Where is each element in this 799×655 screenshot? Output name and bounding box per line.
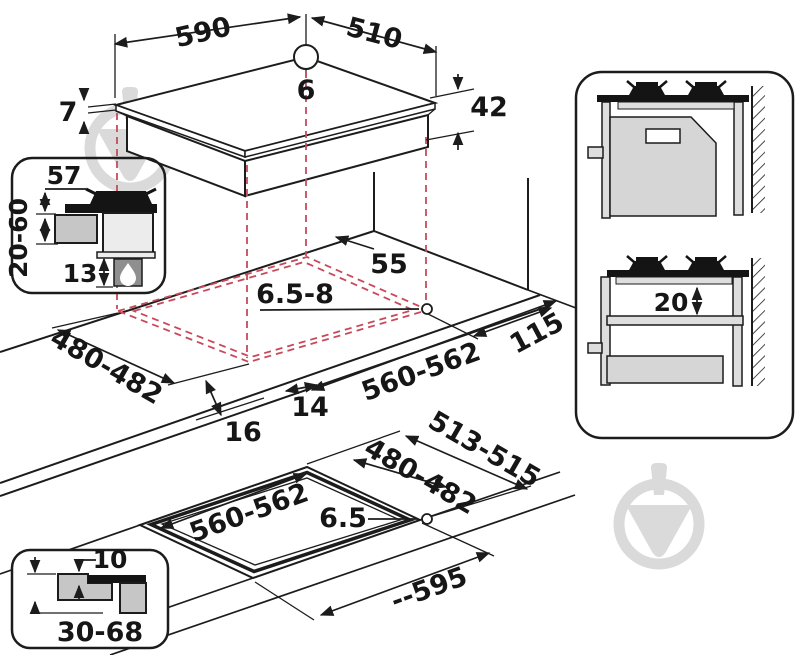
dim-top-width-label: 590 [172, 11, 234, 54]
dim-cutout-width-label: 560-562 [358, 336, 485, 408]
dim-rear-label: 55 [370, 249, 408, 280]
hob-top-view [87, 14, 439, 198]
hob-surface [597, 95, 749, 102]
dim-overall-label: --595 [387, 561, 472, 617]
dimension-lines [51, 13, 558, 621]
burner-icon [626, 80, 668, 95]
worktop-section [54, 214, 98, 244]
hob-surface [65, 204, 157, 213]
dim-offset-label: 14 [291, 392, 329, 423]
side-view-shelf [587, 255, 765, 387]
dim-side-label: 115 [505, 307, 569, 361]
gas-flame-icon [120, 263, 136, 286]
fixing-hole-marker [421, 513, 433, 525]
dim-flush-hole-label: 6.5 [319, 503, 367, 534]
oven-vent [645, 128, 681, 144]
fixing-hole-marker [421, 303, 433, 315]
side-clearance-panel [574, 70, 795, 440]
burner-icon [685, 255, 727, 270]
burner-icon [685, 80, 727, 95]
watermark-logo [613, 463, 705, 570]
wall-hatching [752, 86, 765, 213]
dim-top-depth-label: 510 [343, 12, 405, 57]
dim-flush-worktop-label: 30-68 [57, 617, 143, 648]
dim-holes-label: 6.5-8 [256, 279, 334, 310]
dim-above-label: 57 [47, 161, 82, 190]
wall-hatching [752, 258, 765, 386]
dim-height-label: 42 [470, 92, 508, 123]
side-view-oven [587, 80, 765, 219]
dim-cutout-depth-label: 480-482 [45, 322, 168, 411]
dim-worktop-label: 20-60 [4, 198, 33, 278]
hob-rim [88, 575, 146, 583]
dim-hole-label: 6 [297, 75, 316, 106]
dim-clearance-label: 20 [654, 288, 689, 317]
burner-clearance-inset [10, 156, 167, 295]
hole-marker [293, 44, 319, 70]
oven-body [609, 116, 717, 217]
hob-body [102, 212, 154, 254]
burner-icon [90, 191, 152, 204]
dim-rebate-label: 10 [93, 545, 128, 574]
burner-icon [626, 255, 668, 270]
dim-below-label: 13 [63, 259, 98, 288]
dim-front-label: 16 [224, 417, 262, 448]
dim-glass-label: 7 [59, 97, 78, 128]
drawer [606, 355, 724, 384]
hob-surface [607, 270, 749, 277]
hob-body [119, 582, 147, 614]
flush-clearance-inset [10, 548, 170, 650]
shelf [606, 315, 744, 326]
